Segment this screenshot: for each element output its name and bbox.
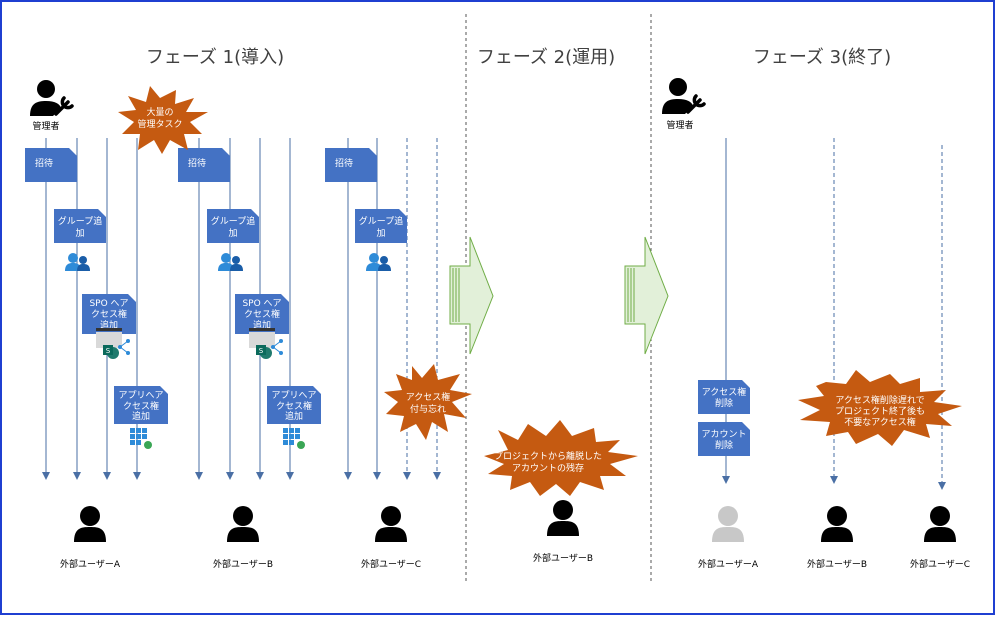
svg-text:加: 加 (75, 228, 84, 239)
phase-transition-arrow-2 (624, 236, 669, 355)
svg-text:アプリへア: アプリへア (118, 390, 163, 401)
svg-text:招待: 招待 (335, 157, 353, 169)
app-grid-icon (283, 428, 305, 449)
group-icon (366, 253, 391, 271)
svg-text:クセス権: クセス権 (91, 308, 127, 320)
group-icon (218, 253, 243, 271)
user-c-icon (375, 506, 407, 542)
svg-text:招待: 招待 (35, 157, 53, 169)
svg-text:グループ追: グループ追 (211, 215, 255, 227)
svg-text:アクセス権: アクセス権 (702, 386, 747, 398)
svg-text:大量の: 大量の (146, 106, 173, 118)
admin-label-phase3: 管理者 (666, 119, 693, 131)
svg-text:管理タスク: 管理タスク (137, 118, 182, 130)
svg-text:アクセス権削除遅れで: アクセス権削除遅れで (835, 394, 924, 406)
svg-text:アクセス権: アクセス権 (406, 391, 451, 403)
user-a-phase3-label: 外部ユーザーA (698, 558, 759, 570)
svg-text:SPO へア: SPO へア (89, 299, 128, 309)
burst-leftover-access: アクセス権削除遅れで プロジェクト終了後も 不要なアクセス権 (798, 370, 962, 446)
group-add-tag-a: グループ追 加 (54, 209, 106, 243)
burst-forgot-grant: アクセス権 付与忘れ (384, 364, 472, 440)
app-tag-a: アプリへア クセス権 追加 (114, 386, 168, 424)
phase-transition-arrow-1 (449, 236, 494, 355)
svg-text:クセス権: クセス権 (123, 400, 159, 412)
phase-1-title: フェーズ 1(導入) (146, 47, 284, 68)
user-b-icon (227, 506, 259, 542)
user-b-label: 外部ユーザーB (213, 558, 273, 570)
svg-text:削除: 削除 (715, 439, 733, 451)
svg-text:付与忘れ: 付与忘れ (410, 403, 446, 415)
user-b-phase2-icon (547, 500, 579, 536)
svg-text:加: 加 (376, 228, 385, 239)
user-a-removed-icon (712, 506, 744, 542)
svg-text:不要なアクセス権: 不要なアクセス権 (844, 416, 916, 428)
svg-text:グループ追: グループ追 (359, 215, 403, 227)
spo-tag-a: SPO へア クセス権 追加 (82, 294, 136, 334)
user-a-icon (74, 506, 106, 542)
phase-3-title: フェーズ 3(終了) (753, 47, 891, 68)
user-b-phase3-label: 外部ユーザーB (807, 558, 867, 570)
svg-text:招待: 招待 (188, 157, 206, 169)
user-c-phase3-icon (924, 506, 956, 542)
app-tag-b: アプリへア クセス権 追加 (267, 386, 321, 424)
user-c-phase3-label: 外部ユーザーC (910, 558, 970, 570)
svg-text:SPO へア: SPO へア (242, 299, 281, 309)
user-b-phase3-icon (821, 506, 853, 542)
svg-text:追加: 追加 (132, 410, 150, 422)
svg-text:アカウント: アカウント (701, 429, 746, 440)
svg-text:アカウントの残存: アカウントの残存 (512, 462, 584, 474)
svg-text:S: S (106, 347, 111, 355)
burst-mass-tasks: 大量の 管理タスク (118, 86, 208, 154)
sharepoint-icon: S (249, 328, 283, 359)
user-a-label: 外部ユーザーA (60, 558, 121, 570)
user-c-label: 外部ユーザーC (361, 558, 421, 570)
phase-2-title: フェーズ 2(運用) (477, 47, 615, 68)
admin-icon (662, 78, 706, 114)
group-icon (65, 253, 90, 271)
app-grid-icon (130, 428, 152, 449)
admin-icon (30, 80, 74, 116)
access-delete-tag: アクセス権 削除 (698, 380, 750, 414)
account-delete-tag: アカウント 削除 (698, 422, 750, 456)
invite-tag-a: 招待 (25, 148, 77, 182)
svg-text:プロジェクトから離脱した: プロジェクトから離脱した (494, 450, 602, 462)
svg-text:プロジェクト終了後も: プロジェクト終了後も (835, 405, 925, 417)
burst-leftover-account: プロジェクトから離脱した アカウントの残存 (484, 420, 638, 496)
invite-tag-b: 招待 (178, 148, 230, 182)
invite-tag-c: 招待 (325, 148, 377, 182)
admin-label-phase1: 管理者 (32, 120, 59, 132)
group-add-tag-b: グループ追 加 (207, 209, 259, 243)
svg-text:削除: 削除 (715, 397, 733, 409)
group-add-tag-c: グループ追 加 (355, 209, 407, 243)
svg-text:グループ追: グループ追 (58, 215, 102, 227)
svg-text:クセス権: クセス権 (276, 400, 312, 412)
user-b-phase2-label: 外部ユーザーB (533, 552, 593, 564)
svg-text:追加: 追加 (285, 410, 303, 422)
svg-text:S: S (259, 347, 264, 355)
svg-text:クセス権: クセス権 (244, 308, 280, 320)
svg-text:アプリへア: アプリへア (271, 390, 316, 401)
sharepoint-icon: S (96, 328, 130, 359)
svg-text:加: 加 (228, 228, 237, 239)
